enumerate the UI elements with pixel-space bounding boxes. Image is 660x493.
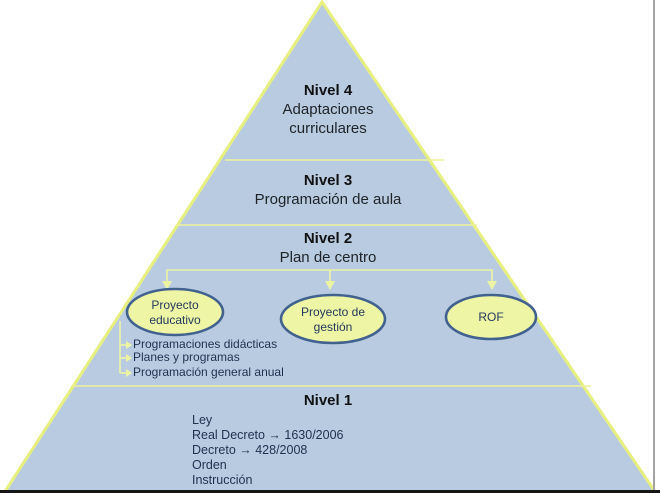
nivel1-item: Decreto → 428/2008 (192, 443, 308, 457)
nivel3-subtitle: Programación de aula (254, 191, 402, 208)
label-line: Proyecto de (300, 305, 366, 319)
plan-de-centro-connector (166, 269, 493, 282)
bullet-item: Programaciones didácticas (133, 337, 278, 351)
ellipse-proyecto-de-gestion (279, 293, 387, 345)
arrow-right-icon (126, 354, 132, 362)
nivel4-block: Nivel 4 Adaptaciones curriculares (178, 81, 478, 138)
label-rof: ROF (447, 310, 535, 325)
nivel4-line1: Adaptaciones (282, 101, 374, 118)
nivel4-heading: Nivel 4 (303, 82, 353, 99)
label-line: gestión (313, 319, 353, 334)
nivel1-heading: Nivel 1 (303, 392, 353, 409)
window-bottom-border (0, 490, 660, 493)
label-line: educativo (149, 312, 201, 327)
arrow-right-icon (126, 369, 132, 377)
nivel1-item: Instrucción (192, 473, 253, 487)
arrow-down-icon (325, 281, 335, 290)
bullet-item: Planes y programas (133, 350, 240, 364)
nivel1-block: Nivel 1 (178, 391, 478, 410)
nivel4-line2: curriculares (289, 120, 367, 137)
nivel3-heading: Nivel 3 (303, 172, 353, 189)
nivel1-item: Orden (192, 458, 227, 472)
nivel1-item: Real Decreto → 1630/2006 (192, 428, 344, 442)
label-proyecto-de-gestion: Proyecto de gestión (281, 305, 385, 334)
arrow-down-icon (487, 281, 497, 290)
nivel3-block: Nivel 3 Programación de aula (178, 171, 478, 209)
arrow-down-icon (162, 281, 172, 290)
bullet-item: Programación general anual (133, 365, 284, 379)
window-right-border (653, 0, 655, 493)
nivel2-heading: Nivel 2 (303, 230, 353, 247)
arrow-right-icon (126, 341, 132, 349)
label-line: ROF (478, 310, 504, 324)
nivel2-block: Nivel 2 Plan de centro (178, 229, 478, 267)
nivel1-item: Ley (192, 413, 213, 427)
ellipse-proyecto-educativo (125, 287, 225, 337)
label-proyecto-educativo: Proyecto educativo (127, 298, 223, 327)
ellipse-rof (444, 293, 538, 341)
label-line: Proyecto (151, 298, 199, 312)
nivel1-list: Ley Real Decreto → 1630/2006 Decreto → 4… (192, 413, 343, 488)
branch-arrowheads (126, 341, 132, 377)
connector-arrowheads (162, 281, 497, 290)
proyecto-educativo-branch (119, 321, 126, 374)
nivel2-subtitle: Plan de centro (279, 249, 377, 266)
